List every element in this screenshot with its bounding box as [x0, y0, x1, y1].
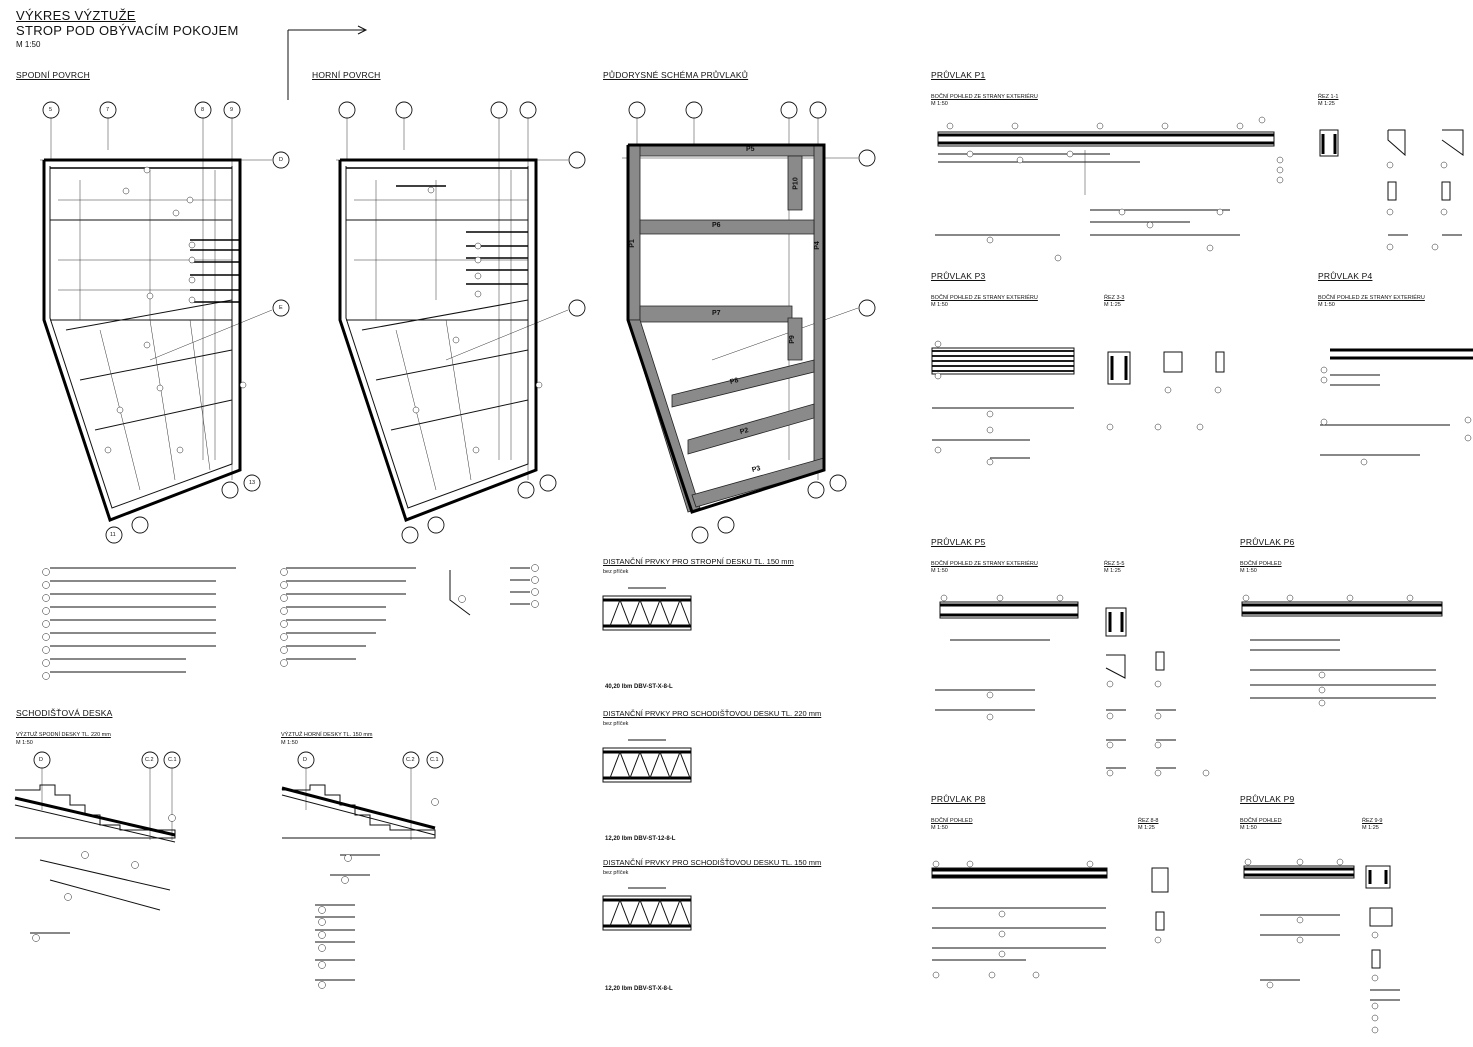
spacer-3-result: 12,20 lbm DBV-ST-X-8-L — [605, 986, 673, 992]
beam-p9-section: ŘEZ 9-9 — [1362, 818, 1383, 824]
plan-bottom-drawing — [40, 101, 290, 544]
beam-scheme-drawing — [622, 101, 876, 544]
beam-p1-section: ŘEZ 1-1 — [1318, 94, 1339, 100]
stair-drawing — [14, 751, 444, 989]
axis-label-8: 8 — [201, 107, 205, 113]
spacer-3-note: bez příček — [603, 870, 629, 876]
beam-p6-title: PRŮVLAK P6 — [1240, 537, 1295, 547]
stair-title: SCHODIŠŤOVÁ DESKA — [16, 708, 113, 718]
drawing-subtitle: STROP POD OBÝVACÍM POKOJEM — [16, 23, 239, 38]
beam-p4-title: PRŮVLAK P4 — [1318, 271, 1373, 281]
beam-p5-view-scale: M 1:50 — [931, 568, 948, 574]
beam-p1-section-scale: M 1:25 — [1318, 101, 1335, 107]
beam-label-p6: P6 — [712, 222, 721, 229]
stair-bottom-subtitle: VÝZTUŽ SPODNÍ DESKY TL. 220 mm — [16, 732, 111, 738]
plan-bottom-title: SPODNÍ POVRCH — [16, 70, 90, 80]
spacer-2-note: bez příček — [603, 721, 629, 727]
beam-label-p4: P4 — [813, 241, 821, 250]
beam-p5-view: BOČNÍ POHLED ZE STRANY EXTERIÉRU — [931, 561, 1038, 567]
beam-label-p5: P5 — [746, 146, 755, 153]
beam-p3-section-scale: M 1:25 — [1104, 302, 1121, 308]
axis-label-9: 9 — [230, 107, 234, 113]
stair-top-axis-d: D — [303, 757, 307, 763]
beam-p8-view-scale: M 1:50 — [931, 825, 948, 831]
stair-axis-c1: C.1 — [168, 757, 177, 763]
beam-label-p7: P7 — [712, 310, 721, 317]
beam-p4-view-scale: M 1:50 — [1318, 302, 1335, 308]
stair-bottom-scale: M 1:50 — [16, 740, 33, 746]
beam-p1-view: BOČNÍ POHLED ZE STRANY EXTERIÉRU — [931, 94, 1038, 100]
beam-p8-section-scale: M 1:25 — [1138, 825, 1155, 831]
axis-label-13: 13 — [249, 480, 256, 486]
beam-p1-view-scale: M 1:50 — [931, 101, 948, 107]
rebar-schedule — [42, 564, 539, 680]
beam-p6-view: BOČNÍ POHLED — [1240, 561, 1282, 567]
stair-axis-c2: C.2 — [145, 757, 154, 763]
beam-p8-drawing — [931, 860, 1169, 979]
axis-label-7: 7 — [106, 107, 110, 113]
beam-p8-title: PRŮVLAK P8 — [931, 794, 986, 804]
orientation-arrows — [287, 25, 368, 100]
spacer-1-result: 40,20 lbm DBV-ST-X-8-L — [605, 684, 673, 690]
beam-p5-drawing — [935, 594, 1210, 777]
beam-p4-view: BOČNÍ POHLED ZE STRANY EXTERIÉRU — [1318, 295, 1425, 301]
beam-p1-drawing — [935, 116, 1464, 262]
beam-p6-drawing — [1241, 594, 1443, 707]
beam-label-p10: P10 — [792, 177, 800, 190]
stair-axis-d: D — [39, 757, 43, 763]
axis-label-5: 5 — [49, 107, 53, 113]
stair-top-axis-c1: C.1 — [430, 757, 439, 763]
axis-label-d: D — [279, 157, 283, 163]
axis-label-11: 11 — [110, 532, 116, 538]
spacer-1-note: bez příček — [603, 569, 629, 575]
drawing-title: VÝKRES VÝZTUŽE — [16, 8, 136, 23]
spacer-2-title: DISTANČNÍ PRVKY PRO SCHODIŠŤOVOU DESKU T… — [603, 709, 822, 718]
beam-p5-section-scale: M 1:25 — [1104, 568, 1121, 574]
plan-top-drawing — [336, 101, 586, 544]
beam-p4-drawing — [1320, 348, 1473, 466]
plan-top-title: HORNÍ POVRCH — [312, 70, 381, 80]
beam-p8-section: ŘEZ 8-8 — [1138, 818, 1159, 824]
beam-p5-title: PRŮVLAK P5 — [931, 537, 986, 547]
beam-p3-view: BOČNÍ POHLED ZE STRANY EXTERIÉRU — [931, 295, 1038, 301]
beam-p5-section: ŘEZ 5-5 — [1104, 561, 1125, 567]
spacer-2-result: 12,20 lbm DBV-ST-12-8-L — [605, 836, 676, 842]
beam-p3-view-scale: M 1:50 — [931, 302, 948, 308]
spacer-1-title: DISTANČNÍ PRVKY PRO STROPNÍ DESKU TL. 15… — [603, 557, 794, 566]
stair-top-subtitle: VÝZTUŽ HORNÍ DESKY TL. 150 mm — [281, 732, 373, 738]
spacer-1-drawing — [602, 587, 692, 631]
stair-top-axis-c2: C.2 — [406, 757, 415, 763]
beam-p9-drawing — [1243, 858, 1400, 1034]
spacer-3-drawing — [602, 887, 692, 931]
axis-label-e: E — [279, 305, 283, 311]
beam-p8-view: BOČNÍ POHLED — [931, 818, 973, 824]
beam-label-p1: P1 — [628, 239, 636, 248]
spacer-3-title: DISTANČNÍ PRVKY PRO SCHODIŠŤOVOU DESKU T… — [603, 858, 822, 867]
beam-label-p9: P9 — [788, 335, 796, 344]
beam-scheme-title: PŮDORYSNÉ SCHÉMA PRŮVLAKŮ — [603, 70, 749, 80]
beam-p3-drawing — [931, 340, 1225, 466]
beam-p3-title: PRŮVLAK P3 — [931, 271, 986, 281]
spacer-2-drawing — [602, 739, 692, 783]
beam-p9-view: BOČNÍ POHLED — [1240, 818, 1282, 824]
drawing-scale: M 1:50 — [16, 40, 41, 49]
beam-p9-view-scale: M 1:50 — [1240, 825, 1257, 831]
stair-top-scale: M 1:50 — [281, 740, 298, 746]
beam-p9-title: PRŮVLAK P9 — [1240, 794, 1295, 804]
beam-p6-view-scale: M 1:50 — [1240, 568, 1257, 574]
beam-p3-section: ŘEZ 3-3 — [1104, 295, 1125, 301]
beam-p9-section-scale: M 1:25 — [1362, 825, 1379, 831]
beam-p1-title: PRŮVLAK P1 — [931, 70, 986, 80]
